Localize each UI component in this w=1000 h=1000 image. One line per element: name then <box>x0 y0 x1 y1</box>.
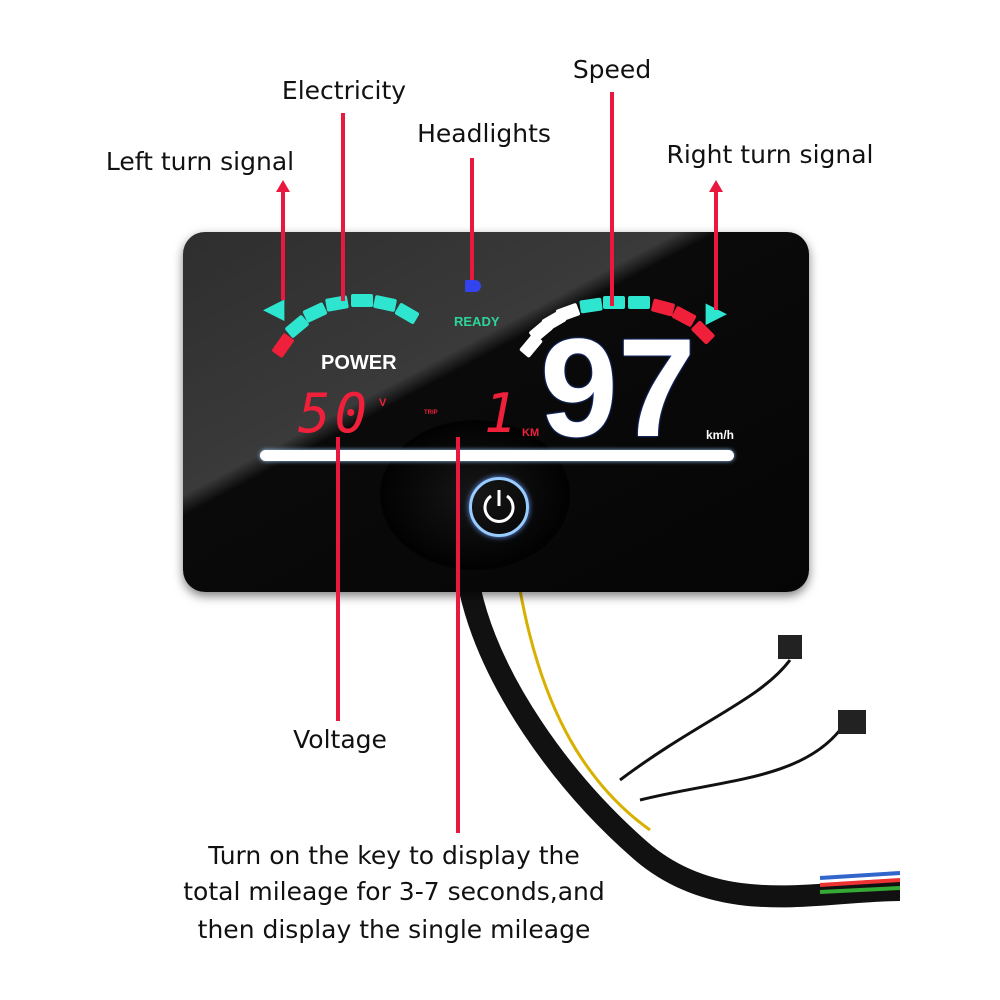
speed-pointer <box>610 92 614 306</box>
electricity-pointer <box>341 113 345 301</box>
power-button[interactable] <box>469 477 529 537</box>
arrow-up-icon <box>709 180 723 192</box>
power-label: POWER <box>321 352 397 374</box>
mileage-unit: KM <box>522 427 540 439</box>
mileage-readout: 1 <box>484 382 517 445</box>
power-segment <box>351 294 373 307</box>
speed-segment <box>628 296 650 309</box>
label-mileage-line-3: then display the single mileage <box>197 915 591 944</box>
voltage-unit: V <box>379 397 387 409</box>
speed-readout: 97 <box>540 309 696 466</box>
right-turn-arrow-icon: ▶ <box>706 297 726 327</box>
headlights-pointer <box>470 158 474 280</box>
arrow-up-icon <box>276 180 290 192</box>
label-electricity: Electricity <box>281 76 407 105</box>
right-turn-pointer <box>714 188 718 310</box>
label-mileage-line-2: total mileage for 3-7 seconds,and <box>183 877 605 906</box>
label-voltage: Voltage <box>293 725 387 754</box>
label-right-turn-signal: Right turn signal <box>666 140 874 169</box>
label-left-turn-signal: Left turn signal <box>105 147 295 176</box>
speed-segment <box>603 296 625 309</box>
ready-indicator: READY <box>454 314 500 329</box>
left-turn-pointer <box>281 188 285 300</box>
display-light-bar <box>260 450 734 461</box>
power-icon <box>483 490 515 523</box>
voltage-pointer <box>336 437 340 721</box>
label-mileage-line-1: Turn on the key to display the <box>208 841 580 870</box>
mileage-pointer <box>456 437 460 833</box>
headlight-icon <box>465 280 481 292</box>
label-headlights: Headlights <box>417 119 551 148</box>
left-turn-arrow-icon: ◀ <box>264 293 284 323</box>
label-speed: Speed <box>572 55 652 84</box>
voltage-readout: 50 <box>298 382 372 445</box>
speed-unit: km/h <box>706 428 735 442</box>
trip-label: TRIP <box>424 410 438 416</box>
